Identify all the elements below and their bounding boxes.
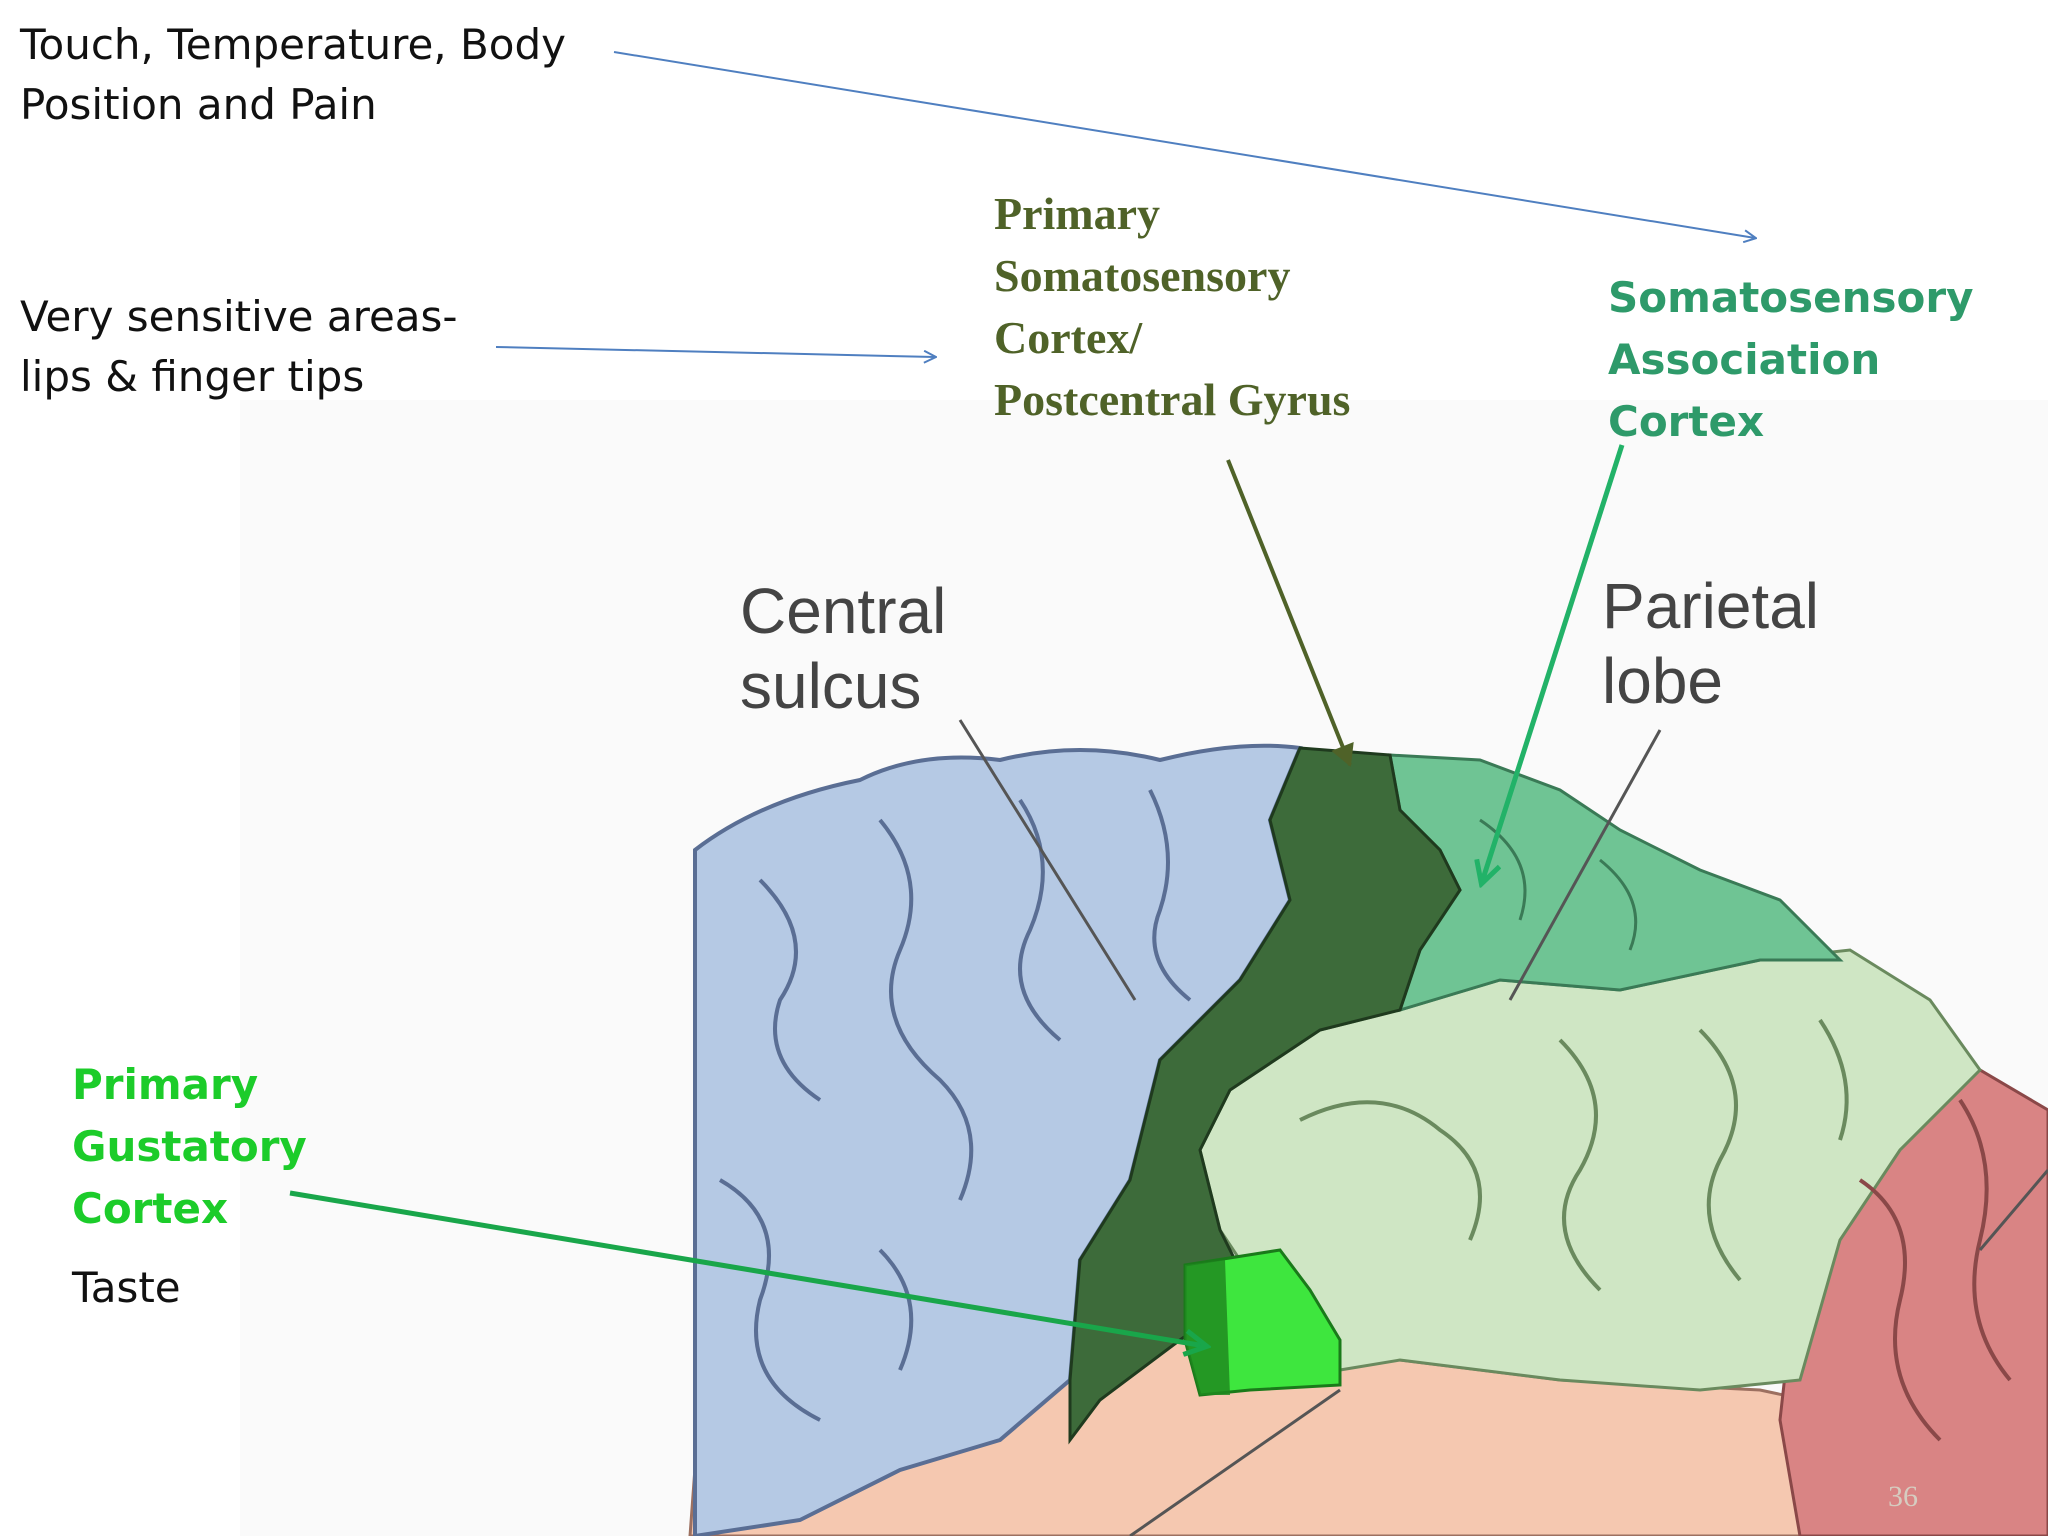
- association-cortex-label-line2: Association: [1608, 335, 1881, 384]
- association-cortex-label-line1: Somatosensory: [1608, 273, 1974, 322]
- gustatory-cortex-label-line3: Cortex: [72, 1184, 229, 1233]
- frontal-sulcus: [1018, 798, 1062, 1042]
- frontal-sulcus: [719, 1178, 821, 1422]
- parietal-lobe-leader: [1508, 729, 1662, 1001]
- parietal-lobe-label-line2: lobe: [1602, 645, 1723, 717]
- parietal-sulcus: [1698, 1028, 1742, 1282]
- primary-somatosensory-label-line2: Somatosensory: [994, 250, 1291, 301]
- touch-arrow: [613, 51, 1755, 238]
- temporal-leader: [1129, 1388, 1341, 1536]
- association-arrow: [1482, 444, 1625, 882]
- occipital-sulcus: [1958, 1098, 2012, 1382]
- frontal-sulcus: [878, 818, 974, 1201]
- occipital-leader: [1978, 1169, 2048, 1251]
- sensitive-arrow: [495, 346, 935, 357]
- frontal-sulcus: [878, 1248, 914, 1371]
- primary-somatosensory-label-line4: Postcentral Gyrus: [994, 374, 1351, 425]
- parietal-sulcus: [1818, 1018, 1849, 1141]
- association-sulcus: [1599, 858, 1638, 951]
- gustatory-cortex-overlap: [1185, 1260, 1230, 1395]
- sensitive-areas-line2: lips & finger tips: [20, 352, 365, 401]
- central-sulcus-label-line1: Central: [740, 575, 947, 647]
- touch-label-line2: Position and Pain: [20, 80, 377, 129]
- primary-somatosensory-label-line3: Cortex/: [994, 312, 1143, 363]
- parietal-sulcus: [1558, 1038, 1602, 1292]
- page-number: 36: [1888, 1480, 1918, 1513]
- touch-label-line1: Touch, Temperature, Body: [20, 20, 567, 69]
- gustatory-cortex-label-line2: Gustatory: [72, 1122, 307, 1171]
- gustatory-cortex-label-line1: Primary: [72, 1060, 259, 1109]
- primary-somatosensory-label-line1: Primary: [994, 188, 1161, 239]
- sensitive-areas-line1: Very sensitive areas-: [20, 292, 458, 341]
- central-sulcus-leader: [958, 719, 1137, 1001]
- parietal-lobe-label-line1: Parietal: [1602, 570, 1819, 642]
- association-cortex-label-line3: Cortex: [1608, 397, 1765, 446]
- central-sulcus-label-line2: sulcus: [740, 650, 922, 722]
- occipital-sulcus: [1858, 1178, 1942, 1442]
- taste-label: Taste: [72, 1263, 181, 1312]
- association-sulcus: [1479, 818, 1527, 921]
- primary-soma-arrow: [1226, 459, 1354, 767]
- gustatory-arrow: [289, 1190, 1205, 1346]
- parietal-sulcus: [1299, 1100, 1482, 1241]
- frontal-sulcus: [758, 878, 822, 1102]
- frontal-sulcus: [1148, 789, 1192, 1002]
